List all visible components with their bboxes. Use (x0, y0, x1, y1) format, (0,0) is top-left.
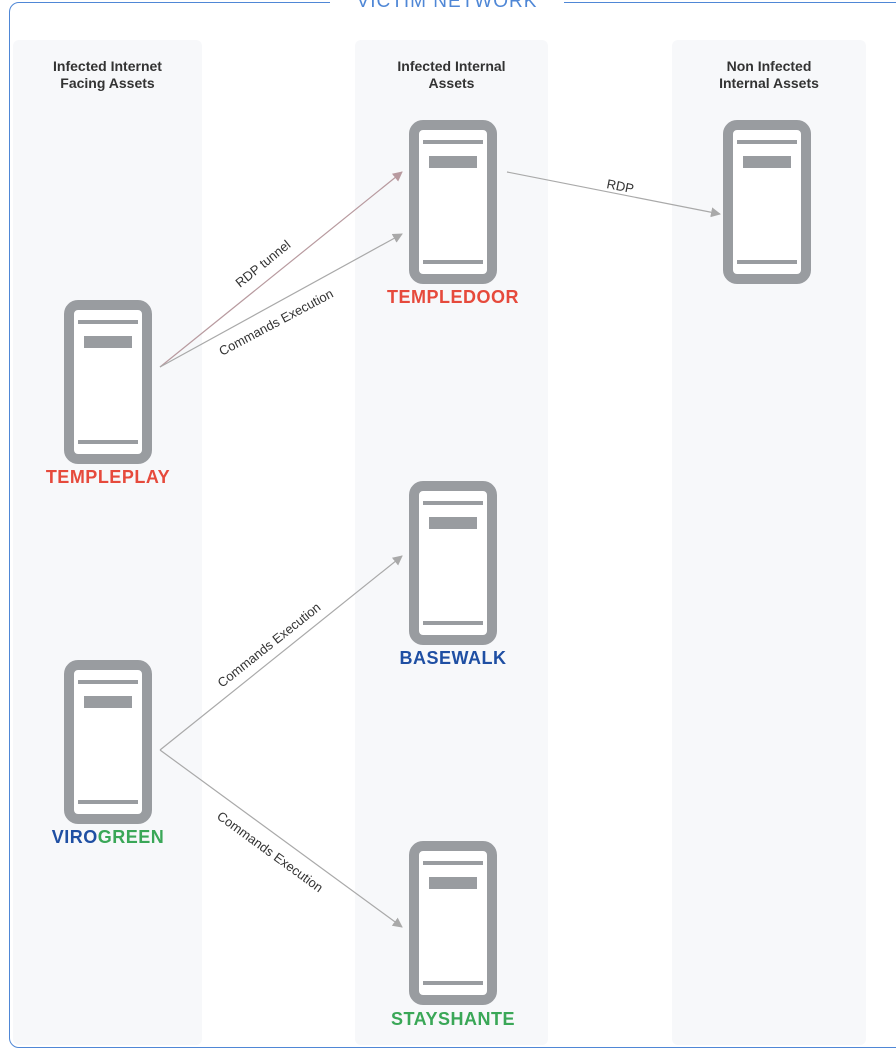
templeplay-label: TEMPLEPLAY (45, 467, 171, 487)
rdp-label: RDP (605, 176, 635, 196)
zone-internal-clean-label: Non Infected Internal Assets (719, 58, 819, 91)
rdp-tunnel-arrow (159, 171, 403, 368)
cmd-exec-stayshante-label: Commands Execution (214, 808, 326, 895)
stayshante-server-icon (409, 841, 497, 1005)
virogreen-label: VIROGREEN (51, 827, 165, 847)
network-title: VICTIM NETWORK (330, 0, 564, 14)
virogreen-server-icon (64, 660, 152, 824)
zone-internal-infected-label: Infected Internal Assets (397, 58, 506, 91)
basewalk-server-icon (409, 481, 497, 645)
templedoor-label: TEMPLEDOOR (386, 287, 519, 307)
rdp-tunnel-label: RDP tunnel (232, 237, 293, 290)
cmd-exec-templedoor-label: Commands Execution (216, 286, 335, 359)
basewalk-label: BASEWALK (399, 648, 507, 668)
cmd-exec-stayshante-arrow (159, 749, 403, 928)
zone-internet-facing (13, 40, 202, 1045)
cmd-exec-templedoor-arrow (159, 233, 403, 368)
cmd-exec-basewalk-arrow (159, 555, 403, 751)
cmd-exec-basewalk-label: Commands Execution (215, 599, 324, 690)
zone-internet-facing-label: Infected Internet Facing Assets (53, 58, 162, 91)
templedoor-server-icon (409, 120, 497, 284)
templeplay-server-icon (64, 300, 152, 464)
target-server-icon (723, 120, 811, 284)
rdp-arrow (506, 171, 721, 218)
stayshante-label: STAYSHANTE (390, 1009, 516, 1029)
